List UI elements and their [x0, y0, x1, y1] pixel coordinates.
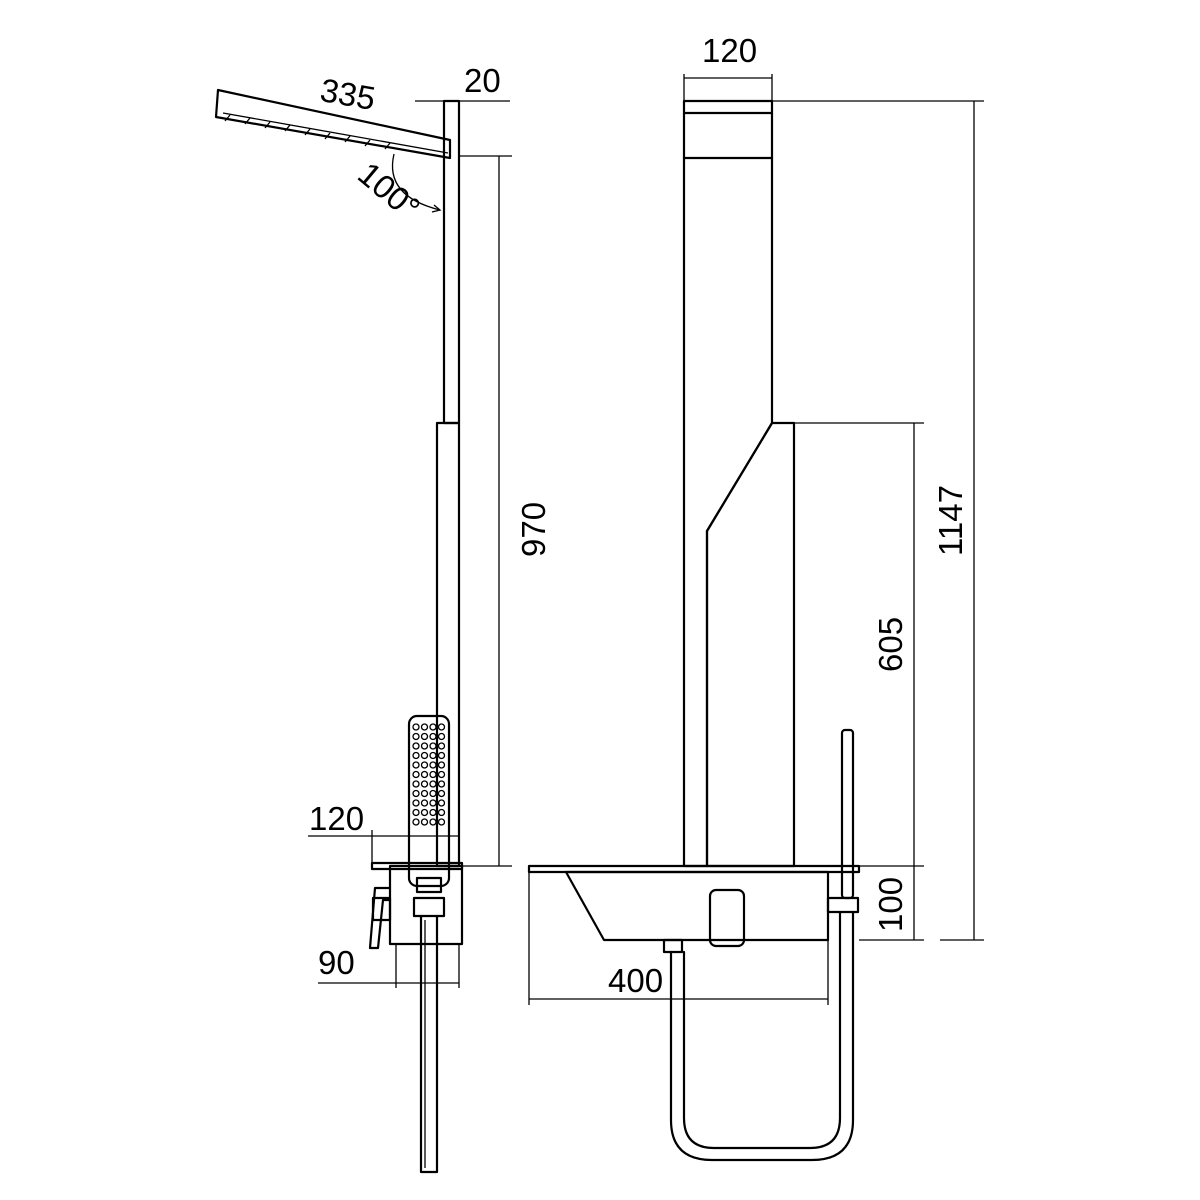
nozzle-dot [420, 732, 429, 741]
side-holder-nut [412, 896, 446, 918]
nozzle-dot [420, 770, 429, 779]
nozzle-dot [420, 761, 429, 769]
side-mixer-lever [368, 886, 391, 950]
nozzle-dot [412, 789, 420, 798]
nozzle-dot [429, 808, 437, 817]
dimension-lines [308, 74, 984, 1005]
nozzle-dot [420, 723, 429, 731]
side-view [214, 88, 464, 1174]
nozzle-dot [429, 723, 437, 731]
nozzle-dot [420, 808, 429, 817]
nozzle-dot [412, 780, 420, 788]
nozzle-dot [412, 799, 420, 807]
nozzle-dot [437, 799, 446, 807]
dim-arm-length: 335 [318, 71, 379, 117]
nozzle-dot [412, 761, 420, 769]
hand-shower-nozzles [412, 723, 446, 826]
nozzle-dot [429, 751, 437, 760]
side-hand-shower [407, 714, 451, 888]
front-view [527, 99, 861, 1162]
side-lever-knob [371, 896, 392, 922]
dim-pipe-depth: 20 [464, 62, 501, 99]
nozzle-dot [437, 789, 446, 798]
dim-shelf-width: 400 [608, 962, 663, 999]
side-upper-pipe [442, 99, 461, 425]
dim-lower-height: 605 [872, 617, 909, 672]
nozzle-dot [429, 770, 437, 779]
front-spout [662, 938, 684, 954]
nozzle-dot [437, 732, 446, 741]
nozzle-dot [412, 751, 420, 760]
front-mixer-body [564, 870, 830, 942]
dim-arm-angle: 100° [351, 155, 427, 227]
dim-shelf-height: 100 [872, 877, 909, 932]
dim-total-height: 1147 [932, 485, 969, 556]
front-hose-outlet [826, 896, 860, 914]
nozzle-dot [437, 742, 446, 750]
nozzle-dot [420, 780, 429, 788]
nozzle-dot [437, 818, 446, 826]
nozzle-dot [412, 732, 420, 741]
nozzle-dot [412, 770, 420, 779]
nozzle-dot [420, 742, 429, 750]
front-upper-panel [682, 99, 774, 868]
nozzle-dot [412, 808, 420, 817]
nozzle-dot [429, 761, 437, 769]
dim-side-height: 970 [515, 502, 552, 557]
side-hose [419, 914, 439, 1174]
nozzle-dot [412, 742, 420, 750]
front-hose-loop [669, 910, 855, 1162]
nozzle-dot [429, 818, 437, 826]
front-mixer-handle [708, 888, 746, 948]
nozzle-dot [437, 761, 446, 769]
nozzle-dot [437, 780, 446, 788]
side-holder [415, 876, 443, 894]
nozzle-dot [429, 780, 437, 788]
nozzle-dot [429, 742, 437, 750]
nozzle-dot [420, 789, 429, 798]
nozzle-dot [429, 799, 437, 807]
nozzle-dot [420, 818, 429, 826]
nozzle-dot [437, 723, 446, 731]
nozzle-dot [437, 808, 446, 817]
nozzle-dot [420, 751, 429, 760]
nozzle-dot [437, 770, 446, 779]
dim-mixer-depth: 90 [318, 944, 355, 981]
nozzle-dot [437, 751, 446, 760]
shower-head-arm [214, 88, 452, 160]
front-hand-shower [840, 728, 855, 900]
nozzle-dot [412, 818, 420, 826]
nozzle-dot [412, 723, 420, 731]
nozzle-dot [429, 789, 437, 798]
dim-shelf-depth: 120 [309, 800, 364, 837]
dim-panel-width: 120 [702, 32, 757, 69]
nozzle-dot [420, 799, 429, 807]
nozzle-dot [429, 732, 437, 741]
front-lower-panel [705, 421, 796, 868]
